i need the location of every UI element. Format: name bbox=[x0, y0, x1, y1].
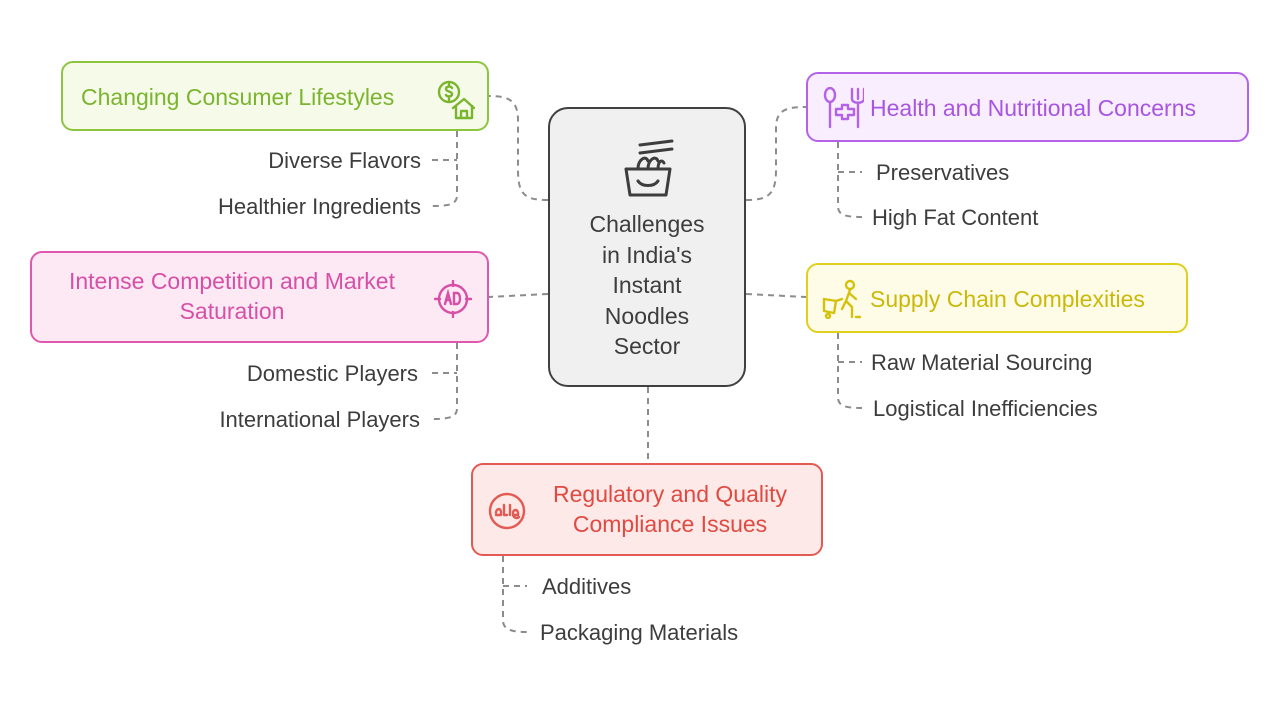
ad-target-icon bbox=[434, 280, 472, 318]
connector-center-supply bbox=[745, 293, 807, 298]
branch-intense-competition[interactable]: Intense Competition and Market Saturatio… bbox=[30, 251, 489, 343]
connector-supply-leaves bbox=[837, 333, 863, 409]
leaf-high-fat-content: High Fat Content bbox=[872, 205, 1039, 230]
branch-changing-consumer-lifestyles[interactable]: Changing Consumer Lifestyles bbox=[61, 61, 489, 131]
leaf-preservatives: Preservatives bbox=[876, 160, 1010, 185]
leaf-healthier-ingredients: Healthier Ingredients bbox=[217, 194, 421, 219]
connector-center-competition bbox=[488, 293, 549, 298]
leaf-packaging-materials: Packaging Materials bbox=[540, 620, 739, 645]
center-node[interactable]: Challenges in India's Instant Noodles Se… bbox=[548, 107, 746, 387]
leaf-domestic-players: Domestic Players bbox=[246, 361, 418, 386]
leaf-diverse-flavors: Diverse Flavors bbox=[268, 148, 421, 173]
branch-title: Health and Nutritional Concerns bbox=[870, 95, 1197, 121]
branch-title: Intense Competition and Market Saturatio… bbox=[68, 268, 395, 324]
connector-regulatory-leaves bbox=[502, 556, 528, 633]
money-house-icon bbox=[437, 80, 475, 120]
halal-badge-icon bbox=[488, 492, 526, 530]
connector-health-leaves bbox=[837, 142, 863, 218]
branch-supply-chain-complexities[interactable]: Supply Chain Complexities bbox=[806, 263, 1188, 333]
branch-title: Supply Chain Complexities bbox=[870, 286, 1145, 312]
connector-center-health bbox=[745, 106, 807, 201]
leaf-international-players: International Players bbox=[219, 407, 420, 432]
branch-title: Changing Consumer Lifestyles bbox=[81, 84, 395, 110]
noodle-box-icon bbox=[624, 139, 674, 197]
branch-regulatory-compliance[interactable]: Regulatory and Quality Compliance Issues bbox=[471, 463, 823, 556]
branch-health-nutritional-concerns[interactable]: Health and Nutritional Concerns bbox=[806, 72, 1249, 142]
connector-center-lifestyles bbox=[488, 95, 549, 201]
fork-medical-icon bbox=[823, 87, 864, 129]
leaf-raw-material-sourcing: Raw Material Sourcing bbox=[871, 350, 1093, 375]
cart-worker-icon bbox=[822, 279, 862, 319]
connector-lifestyles-leaves bbox=[431, 131, 458, 207]
leaf-logistical-inefficiencies: Logistical Inefficiencies bbox=[873, 396, 1098, 421]
connector-competition-leaves bbox=[431, 343, 458, 420]
center-label: Challenges in India's Instant Noodles Se… bbox=[589, 211, 705, 359]
branch-title: Regulatory and Quality Compliance Issues bbox=[553, 481, 787, 537]
leaf-additives: Additives bbox=[542, 574, 632, 599]
